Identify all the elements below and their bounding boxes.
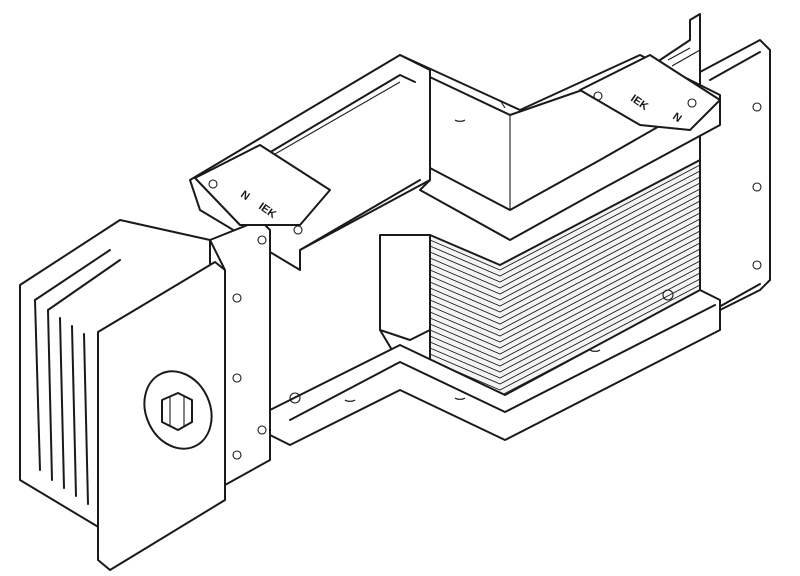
busbar-stack (429, 159, 701, 411)
bottom-rails (269, 289, 721, 446)
left-connection-block (19, 219, 271, 571)
clamp-bolt (143, 370, 213, 450)
rear-label-plate: IEK N (579, 54, 721, 131)
front-label-plate: N IEK (194, 144, 331, 235)
